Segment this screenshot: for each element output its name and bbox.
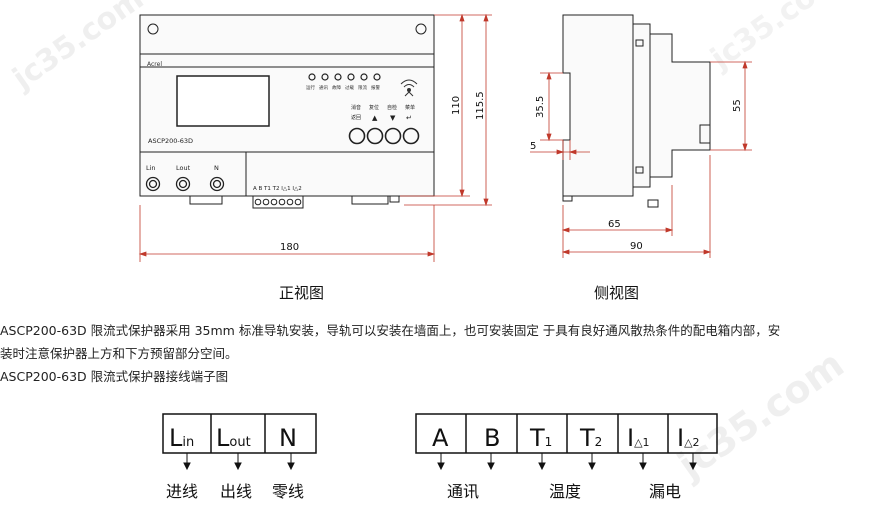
power-label-incoming: 进线: [166, 482, 198, 501]
power-terminal-lin: Lin: [169, 424, 194, 452]
front-din-clip-right: [351, 195, 389, 205]
watermark-text-2: jc35.com: [704, 0, 848, 77]
led-labels: 运行 通讯 故障 过载 限流 报警: [306, 84, 380, 91]
front-din-clip-left: [189, 195, 223, 205]
front-comm-terminal-text: A B T1 T2 I△1 I△2: [253, 186, 302, 192]
signal-label-comm: 通讯: [447, 482, 479, 501]
button-reset: [366, 127, 384, 145]
front-view: Acrel ASCP200-63D 运行 通讯 故障 过载 限流 报警: [138, 13, 492, 262]
power-labels: 进线 出线 零线: [166, 482, 304, 501]
side-outline: [562, 14, 711, 197]
side-dim-55: 55: [732, 99, 743, 112]
watermark-text-1: jc35.com: [6, 0, 150, 97]
front-dim-height-outer: 115.5: [475, 91, 486, 120]
button-mute: [348, 127, 366, 145]
side-view: 35.5 5 55 65 90: [530, 14, 752, 258]
front-dim-height-inner: 110: [451, 96, 462, 115]
front-screw-right: [415, 23, 427, 35]
side-view-caption: 侧视图: [594, 284, 639, 302]
lcd-screen: [176, 75, 270, 127]
led-row: [308, 73, 381, 81]
led-label-comm: 通讯: [319, 84, 328, 91]
side-dim-5: 5: [530, 141, 536, 152]
side-dim-35-5: 35.5: [535, 96, 546, 118]
led-label-fault: 故障: [332, 84, 341, 91]
signal-label-temperature: 温度: [549, 482, 581, 501]
front-terminal-label-lout: Lout: [176, 164, 191, 172]
power-terminal-n: N: [279, 424, 297, 452]
wiring-power-group: [162, 413, 317, 454]
front-terminal-label-lin: Lin: [146, 164, 156, 172]
button-selftest: [384, 127, 402, 145]
button-labels: 消音 复位 自检 菜单 返回 ▲ ▼ ↵: [351, 104, 415, 122]
button-label-menu: 菜单: [405, 104, 415, 111]
signal-leads: [437, 453, 697, 471]
wiring-diagram-title: ASCP200-63D 限流式保护器接线端子图: [0, 369, 229, 384]
signal-label-leakage: 漏电: [649, 482, 681, 501]
front-power-terminal-labels: Lin Lout N: [146, 164, 219, 172]
button-label-reset: 复位: [369, 104, 379, 111]
description-line-2: 装时注意保护器上方和下方预留部分空间。: [0, 346, 238, 361]
wireless-icon: [400, 79, 418, 97]
front-screw-left: [147, 23, 159, 35]
front-view-caption: 正视图: [279, 284, 324, 302]
front-dim-width: 180: [280, 242, 299, 253]
signal-terminal-texts: A B T1 T2 I△1 I△2: [432, 424, 700, 452]
signal-terminal-i1: I△1: [627, 424, 650, 452]
front-terminal-label-n: N: [214, 164, 219, 172]
power-label-neutral: 零线: [272, 482, 304, 501]
button-sublabel-up: ▲: [372, 114, 378, 122]
button-label-mute: 消音: [351, 104, 361, 111]
signal-terminal-b: B: [484, 424, 500, 452]
front-dimensions: [138, 13, 492, 262]
power-leads: [183, 453, 295, 471]
side-dim-90: 90: [630, 241, 643, 252]
led-label-limit: 限流: [358, 84, 367, 91]
side-dimensions: [530, 60, 752, 258]
signal-labels: 通讯 温度 漏电: [447, 482, 681, 501]
front-bottom-plate: [139, 151, 435, 197]
power-terminal-strip: [162, 413, 317, 454]
watermark-text-3: jc35.com: [668, 342, 851, 489]
front-top-plate: [139, 14, 435, 68]
button-label-selftest: 自检: [387, 104, 397, 111]
power-terminal-texts: Lin Lout N: [169, 424, 297, 452]
power-label-outgoing: 出线: [220, 482, 252, 501]
description-line-1: ASCP200-63D 限流式保护器采用 35mm 标准导轨安装，导轨可以安装在…: [0, 323, 781, 338]
side-dim-65: 65: [608, 219, 621, 230]
button-sublabel-back: 返回: [351, 114, 361, 121]
front-terminal-screws: [254, 198, 302, 206]
signal-terminal-t1: T1: [529, 424, 552, 452]
led-label-run: 运行: [306, 84, 315, 91]
front-buttons: [348, 127, 420, 145]
button-sublabel-down: ▼: [390, 114, 396, 122]
front-power-terminals: [145, 176, 225, 192]
signal-terminal-a: A: [432, 424, 449, 452]
button-sublabel-enter: ↵: [406, 114, 412, 122]
signal-terminal-i2: I△2: [677, 424, 700, 452]
wiring-signal-group: [415, 413, 718, 454]
front-brand: Acrel: [147, 61, 162, 68]
led-label-overload: 过载: [345, 84, 354, 91]
front-model-label: ASCP200-63D: [148, 137, 193, 145]
button-menu: [402, 127, 420, 145]
power-terminal-lout: Lout: [216, 424, 251, 452]
signal-terminal-t2: T2: [579, 424, 602, 452]
led-label-alarm: 报警: [371, 84, 380, 91]
